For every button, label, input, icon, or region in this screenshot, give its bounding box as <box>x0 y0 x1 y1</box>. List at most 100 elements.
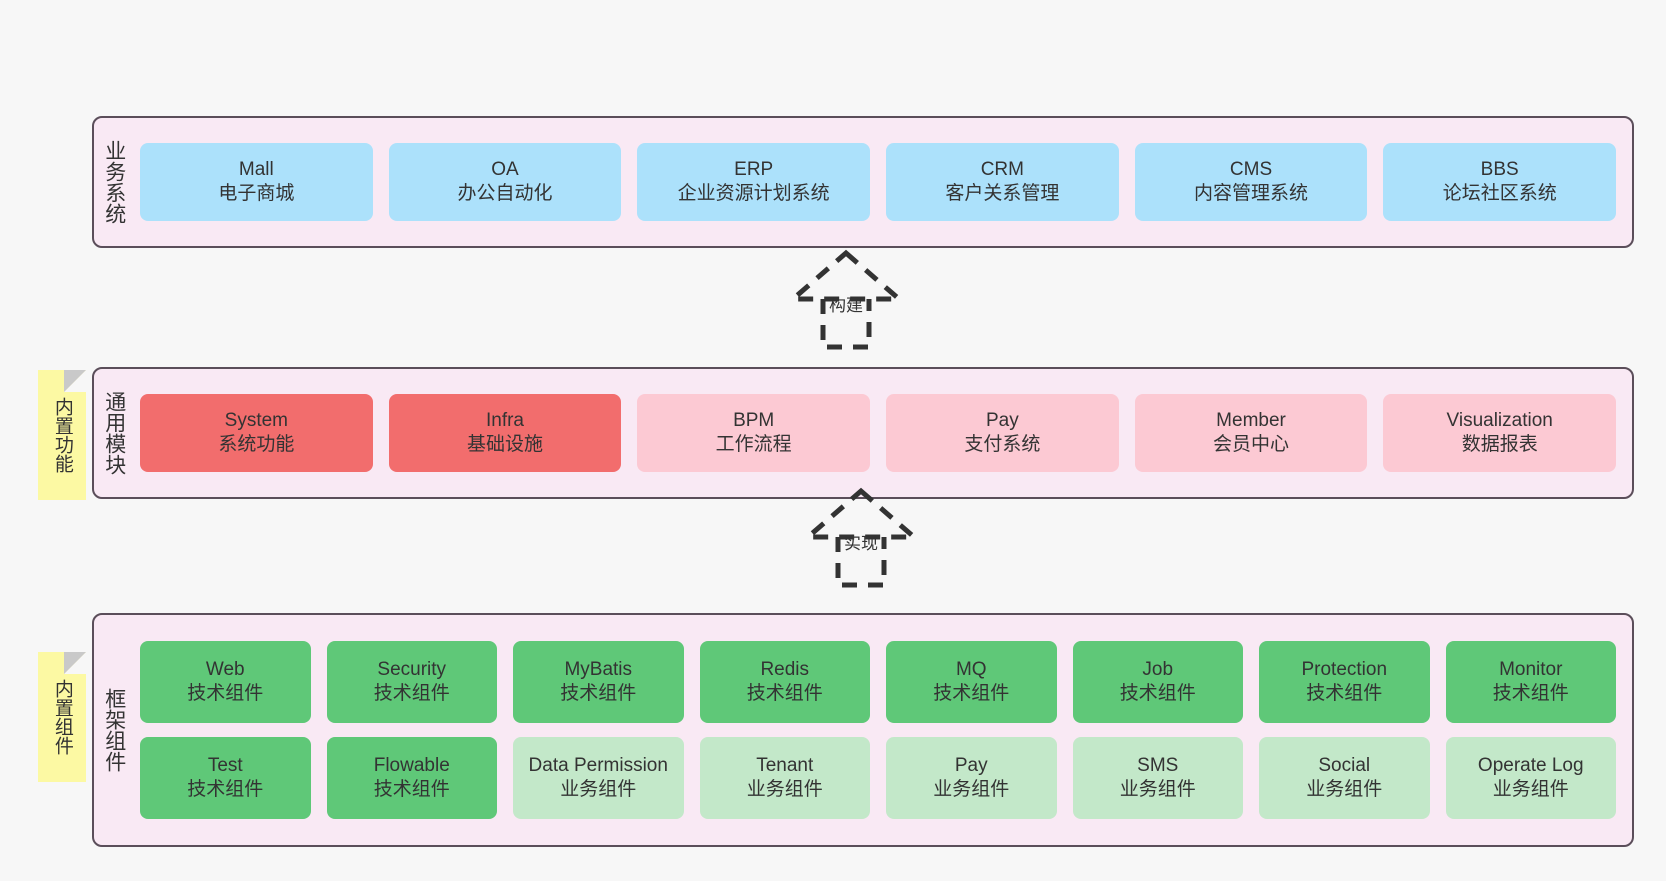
layer-framework-components-label: 框架组件 <box>102 688 126 772</box>
node-pay-module-title: Pay <box>985 409 1019 431</box>
node-sms[interactable]: SMS 业务组件 <box>1072 737 1243 819</box>
node-bbs-subtitle: 论坛社区系统 <box>1442 183 1557 204</box>
node-member-subtitle: 会员中心 <box>1213 434 1290 455</box>
common-modules-row: System 系统功能 Infra 基础设施 BPM 工作流程 Pay 支付系统… <box>140 394 1617 472</box>
node-pay-module[interactable]: Pay 支付系统 <box>886 394 1119 472</box>
node-mq-title: MQ <box>955 658 987 680</box>
layer-business-systems: 业务系统 Mall 电子商城 OA 办公自动化 ERP 企业资源计划系统 CRM… <box>92 116 1634 248</box>
node-crm-title: CRM <box>980 158 1024 180</box>
node-monitor-title: Monitor <box>1499 658 1563 680</box>
node-monitor[interactable]: Monitor 技术组件 <box>1445 641 1616 723</box>
node-tenant[interactable]: Tenant 业务组件 <box>699 737 870 819</box>
node-crm[interactable]: CRM 客户关系管理 <box>886 143 1119 221</box>
node-data-permission[interactable]: Data Permission 业务组件 <box>513 737 684 819</box>
node-redis[interactable]: Redis 技术组件 <box>699 641 870 723</box>
node-social[interactable]: Social 业务组件 <box>1259 737 1430 819</box>
node-bpm-title: BPM <box>733 409 775 431</box>
node-mall-title: Mall <box>238 158 274 180</box>
node-flowable[interactable]: Flowable 技术组件 <box>326 737 497 819</box>
node-member[interactable]: Member 会员中心 <box>1134 394 1368 472</box>
node-bbs[interactable]: BBS 论坛社区系统 <box>1383 143 1617 221</box>
node-pay-component-title: Pay <box>954 754 988 776</box>
node-oa-subtitle: 办公自动化 <box>457 183 553 204</box>
node-visualization-subtitle: 数据报表 <box>1461 434 1538 455</box>
node-web-subtitle: 技术组件 <box>187 683 264 704</box>
node-operate-log-title: Operate Log <box>1477 754 1584 776</box>
framework-tech-components-row: Web 技术组件 Security 技术组件 MyBatis 技术组件 Redi… <box>140 641 1616 723</box>
node-security-subtitle: 技术组件 <box>373 683 450 704</box>
layer-framework-components-body: Web 技术组件 Security 技术组件 MyBatis 技术组件 Redi… <box>134 615 1632 845</box>
layer-business-systems-label: 业务系统 <box>102 140 126 224</box>
node-infra[interactable]: Infra 基础设施 <box>388 394 622 472</box>
node-tenant-title: Tenant <box>756 754 814 776</box>
generalization-arrowhead-icon <box>786 249 906 302</box>
layer-business-systems-body: Mall 电子商城 OA 办公自动化 ERP 企业资源计划系统 CRM 客户关系… <box>134 118 1632 246</box>
node-infra-subtitle: 基础设施 <box>467 434 544 455</box>
layer-common-modules: 通用模块 System 系统功能 Infra 基础设施 BPM 工作流程 Pay… <box>92 367 1634 499</box>
node-protection[interactable]: Protection 技术组件 <box>1259 641 1430 723</box>
node-mybatis[interactable]: MyBatis 技术组件 <box>513 641 684 723</box>
node-cms[interactable]: CMS 内容管理系统 <box>1134 143 1368 221</box>
node-tenant-subtitle: 业务组件 <box>746 779 823 800</box>
connector-shaft <box>835 537 887 588</box>
connector-implement-label: 实现 <box>844 534 878 553</box>
node-mybatis-subtitle: 技术组件 <box>560 683 637 704</box>
sticky-note-builtin-components: 内置组件 <box>38 652 86 782</box>
node-security-title: Security <box>377 658 447 680</box>
node-protection-title: Protection <box>1301 658 1388 680</box>
node-job-title: Job <box>1142 658 1174 680</box>
node-web-title: Web <box>205 658 245 680</box>
node-system[interactable]: System 系统功能 <box>140 394 373 472</box>
node-cms-subtitle: 内容管理系统 <box>1194 183 1309 204</box>
connector-build-label: 构建 <box>829 296 863 315</box>
node-erp-title: ERP <box>734 158 774 180</box>
node-social-title: Social <box>1318 754 1371 776</box>
node-operate-log-subtitle: 业务组件 <box>1492 779 1569 800</box>
node-erp-subtitle: 企业资源计划系统 <box>677 183 830 204</box>
node-mq-subtitle: 技术组件 <box>933 683 1010 704</box>
node-security[interactable]: Security 技术组件 <box>326 641 497 723</box>
node-social-subtitle: 业务组件 <box>1306 779 1383 800</box>
framework-business-components-row: Test 技术组件 Flowable 技术组件 Data Permission … <box>140 737 1616 819</box>
node-member-title: Member <box>1216 409 1286 431</box>
node-mybatis-title: MyBatis <box>564 658 633 680</box>
layer-framework-components: 框架组件 Web 技术组件 Security 技术组件 MyBatis 技术组件… <box>92 613 1634 847</box>
node-erp[interactable]: ERP 企业资源计划系统 <box>637 143 871 221</box>
layer-common-modules-body: System 系统功能 Infra 基础设施 BPM 工作流程 Pay 支付系统… <box>134 369 1632 497</box>
node-monitor-subtitle: 技术组件 <box>1492 683 1569 704</box>
sticky-note-builtin-functions: 内置功能 <box>38 370 86 500</box>
node-oa[interactable]: OA 办公自动化 <box>388 143 622 221</box>
connector-build-graphic <box>786 249 906 350</box>
node-bpm-subtitle: 工作流程 <box>715 434 792 455</box>
node-data-permission-title: Data Permission <box>528 754 668 776</box>
node-sms-subtitle: 业务组件 <box>1119 779 1196 800</box>
node-test-subtitle: 技术组件 <box>187 779 264 800</box>
node-job[interactable]: Job 技术组件 <box>1072 641 1243 723</box>
node-visualization-title: Visualization <box>1446 409 1553 431</box>
node-flowable-title: Flowable <box>373 754 450 776</box>
generalization-arrowhead-icon <box>801 487 921 540</box>
node-system-title: System <box>224 409 289 431</box>
node-web[interactable]: Web 技术组件 <box>140 641 311 723</box>
node-mall-subtitle: 电子商城 <box>218 183 295 204</box>
node-test[interactable]: Test 技术组件 <box>140 737 311 819</box>
node-bbs-title: BBS <box>1480 158 1519 180</box>
sticky-note-builtin-components-label: 内置组件 <box>51 679 73 755</box>
node-mq[interactable]: MQ 技术组件 <box>886 641 1057 723</box>
node-redis-subtitle: 技术组件 <box>746 683 823 704</box>
node-mall[interactable]: Mall 电子商城 <box>140 143 373 221</box>
node-bpm[interactable]: BPM 工作流程 <box>637 394 871 472</box>
node-pay-module-subtitle: 支付系统 <box>964 434 1041 455</box>
node-operate-log[interactable]: Operate Log 业务组件 <box>1445 737 1616 819</box>
connector-shaft <box>820 299 872 350</box>
connector-implement: 实现 <box>766 487 956 597</box>
node-crm-subtitle: 客户关系管理 <box>945 183 1060 204</box>
node-flowable-subtitle: 技术组件 <box>373 779 450 800</box>
connector-build: 构建 <box>751 249 941 359</box>
layer-common-modules-label: 通用模块 <box>102 391 126 475</box>
node-pay-component[interactable]: Pay 业务组件 <box>886 737 1057 819</box>
sticky-fold-corner-icon <box>64 370 86 392</box>
node-visualization[interactable]: Visualization 数据报表 <box>1383 394 1617 472</box>
node-protection-subtitle: 技术组件 <box>1306 683 1383 704</box>
